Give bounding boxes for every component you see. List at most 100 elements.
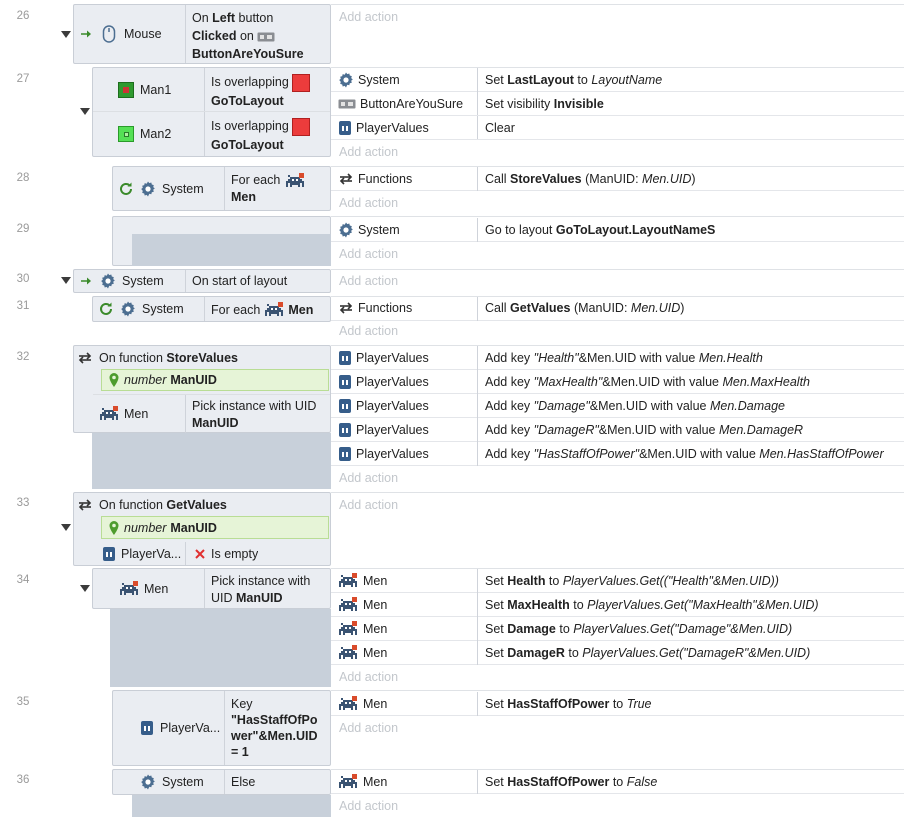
add-action-link[interactable]: Add action — [339, 145, 399, 159]
event-number: 33 — [16, 497, 30, 509]
action-row[interactable] — [331, 442, 904, 466]
add-action-link[interactable]: Add action — [339, 498, 399, 512]
function-parameter[interactable]: number ManUID — [101, 369, 329, 391]
action-object[interactable]: Men — [337, 696, 387, 712]
action-text[interactable]: Add key "MaxHealth"&Men.UID with value M… — [485, 375, 810, 389]
condition-text[interactable]: On Left button Clicked on ButtonAreYouSu… — [192, 11, 304, 61]
add-action-link[interactable]: Add action — [339, 324, 399, 338]
event-number: 35 — [16, 696, 30, 708]
action-row[interactable] — [331, 346, 904, 370]
action-object[interactable]: System — [338, 72, 400, 88]
event-26-conditions[interactable] — [73, 4, 331, 64]
action-object[interactable]: Men — [337, 573, 387, 589]
action-text[interactable]: Add key "HasStaffOfPower"&Men.UID with v… — [485, 447, 884, 461]
action-row[interactable] — [331, 370, 904, 394]
action-text[interactable]: Add key "Damage"&Men.UID with value Men.… — [485, 399, 785, 413]
condition-text[interactable]: Else — [231, 775, 256, 789]
action-text[interactable]: Set visibility Invisible — [485, 97, 604, 111]
collapse-toggle-icon[interactable] — [80, 585, 90, 592]
add-action-link[interactable]: Add action — [339, 196, 399, 210]
action-text[interactable]: Call StoreValues (ManUID: Men.UID) — [485, 172, 696, 186]
gear-icon — [120, 301, 136, 317]
function-parameter[interactable]: number ManUID — [101, 516, 329, 539]
condition-text[interactable]: On start of layout — [192, 274, 288, 288]
add-action-link[interactable]: Add action — [339, 274, 399, 288]
action-object[interactable]: PlayerValues — [338, 350, 429, 366]
action-object[interactable]: Functions — [338, 171, 412, 187]
add-action-link[interactable]: Add action — [339, 721, 399, 735]
action-row[interactable] — [331, 641, 904, 665]
action-text[interactable]: Set Damage to PlayerValues.Get("Damage"&… — [485, 622, 793, 636]
action-text[interactable]: Set MaxHealth to PlayerValues.Get("MaxHe… — [485, 598, 819, 612]
action-object[interactable]: Men — [337, 774, 387, 790]
condition-text[interactable]: Is overlapping GoToLayout — [211, 73, 311, 110]
add-action-link[interactable]: Add action — [339, 247, 399, 261]
action-object[interactable]: Men — [337, 621, 387, 637]
action-object[interactable]: Functions — [338, 300, 412, 316]
action-text[interactable]: Go to layout GoToLayout.LayoutNameS — [485, 223, 716, 237]
action-object[interactable]: System — [338, 222, 400, 238]
event-30-conditions[interactable] — [73, 269, 331, 293]
action-row[interactable] — [331, 418, 904, 442]
action-text[interactable]: Add key "Health"&Men.UID with value Men.… — [485, 351, 763, 365]
add-action-link[interactable]: Add action — [339, 799, 399, 813]
add-action-link[interactable]: Add action — [339, 670, 399, 684]
condition-object[interactable]: System — [98, 297, 184, 321]
action-object[interactable]: Men — [337, 645, 387, 661]
function-header[interactable]: On function StoreValues — [77, 347, 238, 369]
condition-text[interactable]: For each Men — [231, 172, 306, 206]
action-row[interactable] — [331, 770, 904, 794]
action-row[interactable] — [331, 167, 904, 191]
action-text[interactable]: Set DamageR to PlayerValues.Get("DamageR… — [485, 646, 811, 660]
collapse-toggle-icon[interactable] — [61, 31, 71, 38]
condition-object[interactable]: PlayerVa... — [102, 542, 181, 566]
condition-object[interactable]: Men — [118, 569, 168, 608]
action-object[interactable]: PlayerValues — [338, 422, 429, 438]
action-object[interactable]: PlayerValues — [338, 398, 429, 414]
action-object[interactable]: PlayerValues — [338, 446, 429, 462]
condition-text[interactable]: Is empty — [194, 542, 258, 566]
condition-object[interactable]: Mouse — [80, 4, 162, 64]
collapse-toggle-icon[interactable] — [61, 524, 71, 531]
collapse-toggle-icon[interactable] — [61, 277, 71, 284]
action-text[interactable]: Clear — [485, 121, 515, 135]
condition-text[interactable]: Is overlapping GoToLayout — [211, 117, 311, 154]
action-row[interactable] — [331, 569, 904, 593]
add-action-link[interactable]: Add action — [339, 471, 399, 485]
action-row[interactable] — [331, 68, 904, 92]
condition-object[interactable]: Man2 — [118, 115, 171, 153]
action-row[interactable] — [331, 692, 904, 716]
action-text[interactable]: Set HasStaffOfPower to False — [485, 775, 658, 789]
action-row[interactable] — [331, 116, 904, 140]
condition-object[interactable]: Man1 — [118, 71, 171, 109]
functions-icon — [338, 300, 354, 316]
condition-object[interactable]: System — [140, 770, 204, 794]
action-row[interactable] — [331, 218, 904, 242]
condition-object[interactable]: PlayerVa... — [140, 691, 220, 765]
action-row[interactable] — [331, 394, 904, 418]
action-object[interactable]: Men — [337, 597, 387, 613]
function-header[interactable]: On function GetValues — [77, 494, 227, 516]
action-text[interactable]: Set Health to PlayerValues.Get(("Health"… — [485, 574, 779, 588]
collapse-toggle-icon[interactable] — [80, 108, 90, 115]
pin-icon — [108, 520, 120, 536]
action-row[interactable] — [331, 92, 904, 116]
action-text[interactable]: Set HasStaffOfPower to True — [485, 697, 652, 711]
action-row[interactable] — [331, 617, 904, 641]
condition-text[interactable]: Key "HasStaffOfPo wer"&Men.UID = 1 — [231, 697, 318, 759]
action-object[interactable]: PlayerValues — [338, 374, 429, 390]
condition-object[interactable]: System — [118, 167, 204, 210]
action-text[interactable]: Add key "DamageR"&Men.UID with value Men… — [485, 423, 804, 437]
action-row[interactable] — [331, 297, 904, 321]
condition-text[interactable]: For each Men — [211, 303, 314, 317]
condition-object[interactable]: Men — [98, 396, 148, 432]
action-row[interactable] — [331, 593, 904, 617]
action-object[interactable]: ButtonAreYouSure — [338, 97, 463, 111]
add-action-link[interactable]: Add action — [339, 10, 399, 24]
action-object[interactable]: PlayerValues — [338, 120, 429, 136]
action-text[interactable]: Call GetValues (ManUID: Men.UID) — [485, 301, 685, 315]
condition-object[interactable]: System — [80, 269, 164, 293]
action-text[interactable]: Set LastLayout to LayoutName — [485, 73, 663, 87]
